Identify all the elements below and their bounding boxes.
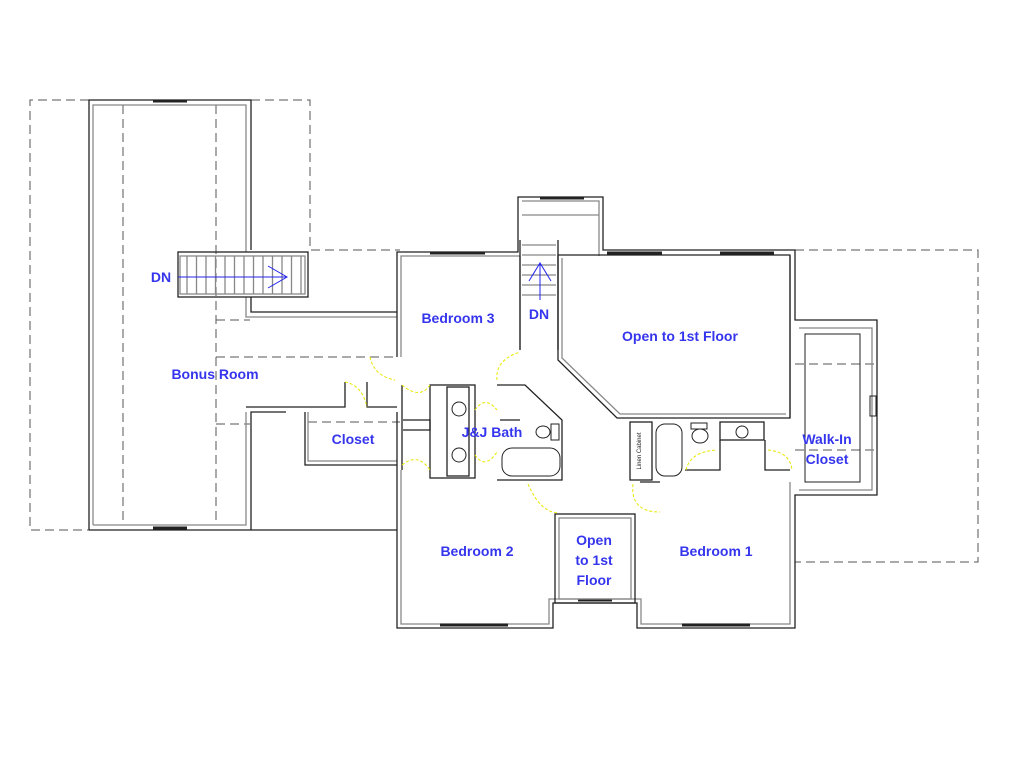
linen-cabinet-label: Linen Cabinet <box>637 432 643 469</box>
bedroom2-label: Bedroom 2 <box>440 543 513 559</box>
open-lower-label-1: Open <box>576 532 612 548</box>
bedroom3-label: Bedroom 3 <box>421 310 494 326</box>
open-to-below-lower <box>554 513 636 604</box>
master-bath-fixtures: Linen Cabinet <box>629 421 793 513</box>
walk-in-label-1: Walk-In <box>802 431 851 447</box>
bonus-room-walls <box>88 99 397 531</box>
main-stair-dn-label: DN <box>529 306 549 322</box>
jj-bath-label: J&J Bath <box>462 424 523 440</box>
open-to-below-upper <box>557 254 791 419</box>
jj-bath-fixtures <box>401 351 563 514</box>
open-rail <box>561 258 786 415</box>
closet-label: Closet <box>332 431 375 447</box>
open-lower-label-2: to 1st <box>575 552 613 568</box>
room-labels: DN DN Bedroom 3 Open to 1st Floor Bonus … <box>151 269 852 588</box>
bonus-stair-dn-label: DN <box>151 269 171 285</box>
bonus-stair <box>177 251 309 298</box>
open-lower-label-3: Floor <box>577 572 613 588</box>
open-upper-label: Open to 1st Floor <box>622 328 738 344</box>
main-stair <box>519 240 559 350</box>
bonus-room-label: Bonus Room <box>171 366 258 382</box>
walk-in-label-2: Closet <box>806 451 849 467</box>
bedroom1-label: Bedroom 1 <box>679 543 752 559</box>
roof-outline <box>29 99 979 563</box>
